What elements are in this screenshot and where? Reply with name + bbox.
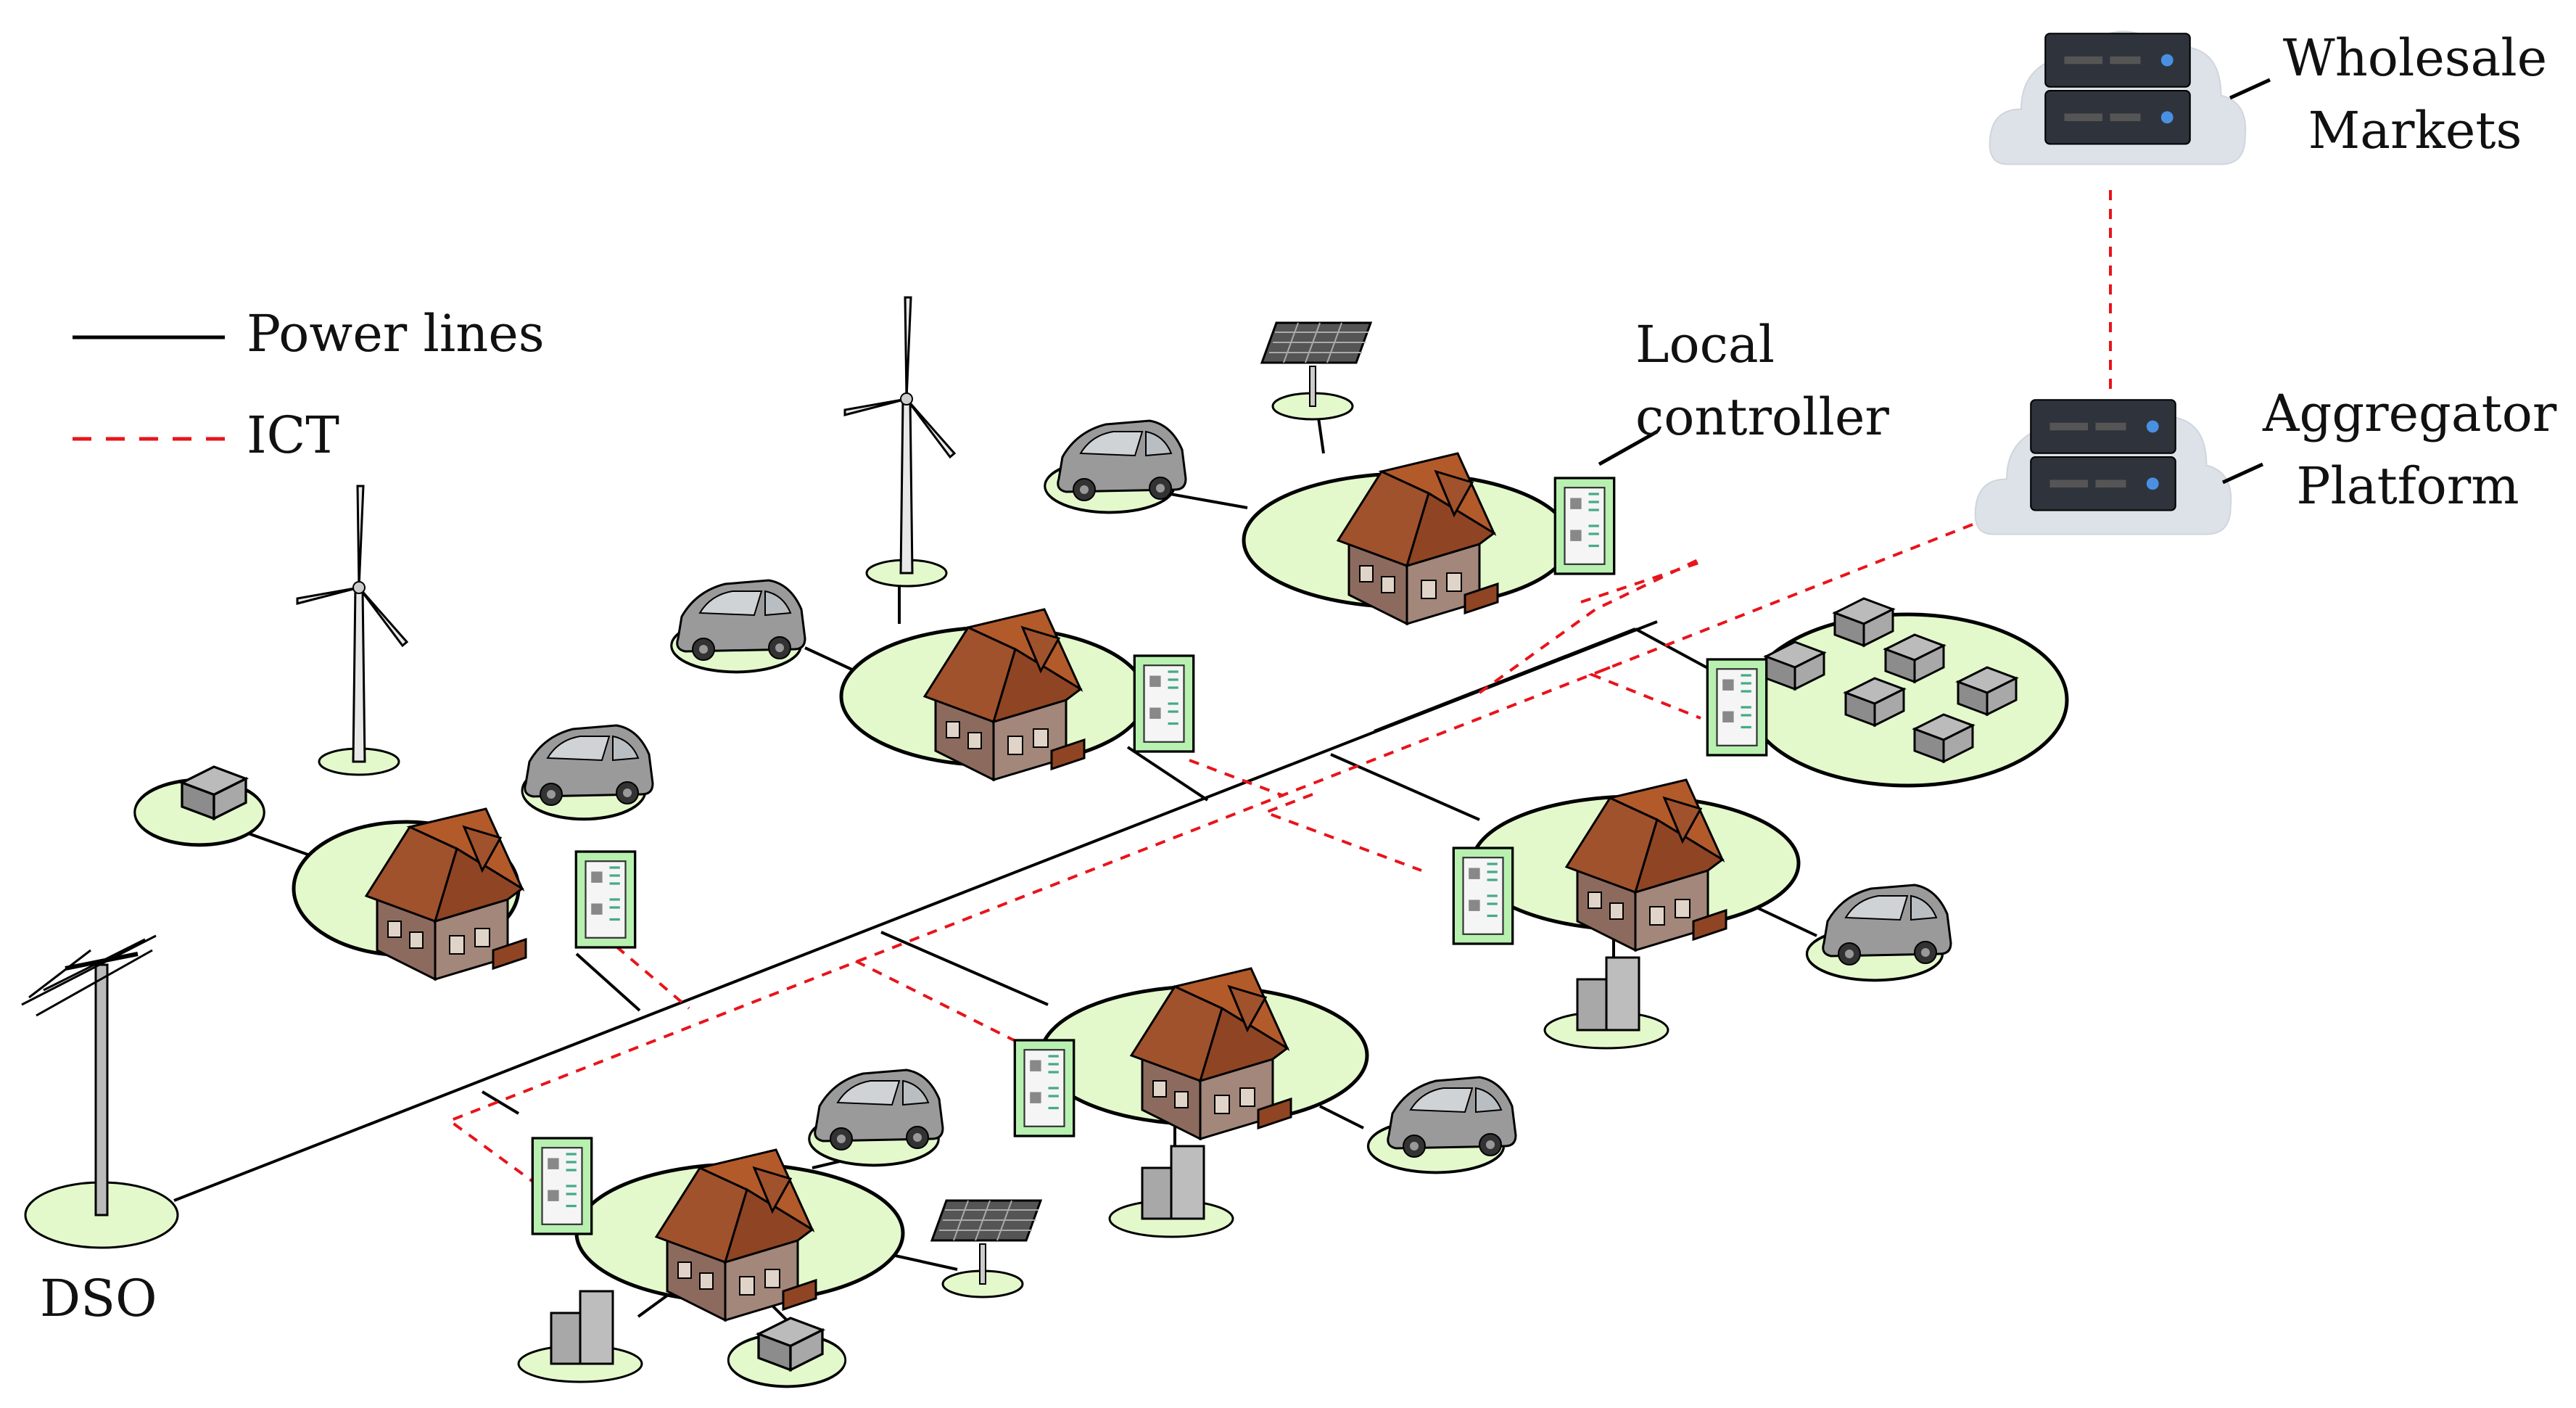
car-icon xyxy=(1057,419,1187,502)
solar-panel-icon xyxy=(930,1199,1042,1298)
local-controller-icon xyxy=(531,1137,593,1235)
house-cluster-5 xyxy=(807,967,1517,1238)
aggregator-platform-node xyxy=(1974,400,2264,535)
house-cluster-2 xyxy=(669,296,1195,781)
wholesale-label-line2: Markets xyxy=(2308,101,2522,160)
car-icon xyxy=(676,579,806,662)
local-controller-pointer xyxy=(1598,429,1659,466)
car-icon xyxy=(1387,1076,1517,1158)
ict-lines xyxy=(446,190,2112,1191)
aggregator-label-line2: Platform xyxy=(2296,456,2519,516)
local-controller-icon xyxy=(574,850,637,949)
local-controller-icon xyxy=(1452,847,1514,945)
battery-icon xyxy=(1108,1145,1234,1238)
local-controller-icon xyxy=(1706,658,1768,757)
wholesale-label-line1: Wholesale xyxy=(2282,28,2548,88)
house-cluster-3 xyxy=(1043,321,1616,625)
house-cluster-1 xyxy=(135,485,654,981)
car-icon xyxy=(524,724,654,807)
local-controller-label-line2: controller xyxy=(1635,387,1889,447)
dso-pole xyxy=(21,934,179,1249)
solar-panel-icon xyxy=(1260,321,1372,421)
battery-icon xyxy=(1543,956,1669,1050)
dso-label: DSO xyxy=(40,1269,157,1328)
battery-icon xyxy=(517,1290,643,1383)
house-cluster-4 xyxy=(1452,778,1952,1050)
car-icon xyxy=(1822,884,1952,966)
legend-power-lines-label: Power lines xyxy=(247,304,545,363)
storage-cluster xyxy=(1706,597,2069,788)
car-icon xyxy=(814,1069,944,1151)
legend xyxy=(73,335,225,441)
house-cluster-6 xyxy=(517,1137,1042,1388)
local-controller-label-line1: Local xyxy=(1635,315,1775,374)
wind-turbine-icon xyxy=(296,485,408,776)
local-controller-icon xyxy=(1553,477,1616,575)
local-controller-icon xyxy=(1013,1039,1076,1137)
wind-turbine-icon xyxy=(843,296,956,588)
utility-pole-icon xyxy=(21,934,157,1216)
local-controller-icon xyxy=(1133,654,1195,753)
legend-ict-label: ICT xyxy=(247,405,339,465)
wholesale-markets-node xyxy=(1989,31,2271,165)
aggregator-label-line1: Aggregator xyxy=(2263,384,2557,443)
